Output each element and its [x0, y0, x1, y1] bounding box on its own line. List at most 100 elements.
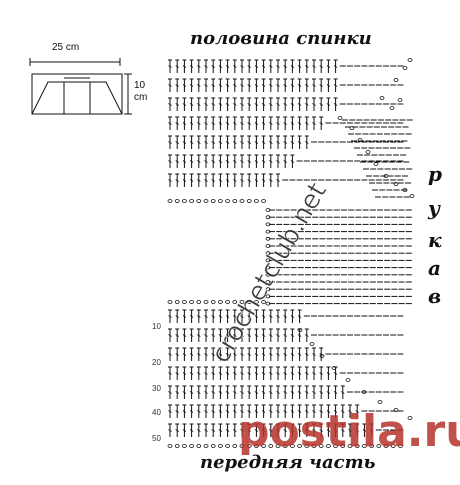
stitch-mark	[283, 135, 288, 149]
stitch-mark	[189, 135, 194, 149]
stitch-mark	[283, 404, 288, 418]
stitch-mark	[312, 347, 316, 361]
stitch-mark	[304, 347, 309, 361]
stitch-mark	[276, 97, 280, 111]
stitch-mark	[333, 59, 338, 73]
stitch-mark	[268, 173, 273, 187]
chain-stitch-mark	[265, 287, 271, 292]
stitch-mark	[218, 154, 223, 168]
stitch-mark	[254, 328, 259, 342]
stitch-mark	[297, 135, 302, 149]
stitch-mark	[261, 309, 266, 323]
sleeve-letter-5: в	[428, 284, 442, 308]
chain-stitch-mark	[203, 300, 209, 304]
row-number: 50	[152, 434, 161, 443]
stitch-mark	[312, 78, 316, 92]
stitch-mark	[290, 423, 295, 437]
stitch-mark	[312, 385, 316, 399]
chain-stitch-mark	[265, 258, 271, 263]
stitch-mark	[196, 135, 201, 149]
chain-stitch-mark	[265, 229, 271, 234]
stitch-mark	[304, 404, 309, 418]
chain-stitch-mark	[181, 199, 187, 203]
stitch-mark	[240, 404, 244, 418]
stitch-mark	[333, 78, 338, 92]
stitch-mark	[247, 423, 252, 437]
stitch-mark	[225, 309, 230, 323]
chain-stitch-mark	[369, 444, 375, 448]
stitch-mark	[232, 404, 237, 418]
chain-stitch-mark	[167, 199, 173, 203]
stitch-mark	[168, 366, 172, 380]
stitch-mark	[189, 173, 194, 187]
sleeve-letter-1: р	[428, 162, 442, 186]
front-part-title: передняя часть	[200, 452, 376, 473]
stitch-mark	[276, 116, 280, 130]
stitch-mark	[218, 135, 223, 149]
stitch-mark	[247, 116, 252, 130]
back-half-title: половина спинки	[190, 28, 372, 49]
stitch-mark	[254, 347, 259, 361]
stitch-mark	[182, 366, 187, 380]
stitch-mark	[218, 59, 223, 73]
stitch-mark	[211, 116, 216, 130]
stitch-mark	[232, 385, 237, 399]
stitch-mark	[268, 135, 273, 149]
stitch-mark	[218, 173, 223, 187]
stitch-mark	[283, 328, 288, 342]
chain-stitch-mark	[225, 444, 231, 448]
stitch-mark	[218, 423, 223, 437]
stitch-mark	[204, 154, 208, 168]
stitch-mark	[283, 97, 288, 111]
stitch-mark	[196, 116, 201, 130]
stitch-mark	[211, 78, 216, 92]
stitch-mark	[225, 97, 230, 111]
chain-stitch-mark	[377, 400, 383, 404]
chain-stitch-mark	[174, 199, 180, 203]
stitch-mark	[204, 423, 208, 437]
stitch-mark	[261, 97, 266, 111]
stitch-mark	[175, 78, 180, 92]
stitch-mark	[168, 404, 172, 418]
stitch-mark	[312, 97, 316, 111]
stitch-mark	[189, 309, 194, 323]
stitch-mark	[211, 59, 216, 73]
stitch-mark	[290, 135, 295, 149]
stitch-mark	[182, 59, 187, 73]
stitch-mark	[304, 59, 309, 73]
stitch-mark	[268, 366, 273, 380]
stitch-mark	[268, 59, 273, 73]
stitch-mark	[182, 404, 187, 418]
stitch-mark	[268, 78, 273, 92]
stitch-mark	[240, 59, 244, 73]
stitch-mark	[232, 135, 237, 149]
stitch-mark	[182, 78, 187, 92]
stitch-mark	[319, 423, 324, 437]
stitch-mark	[247, 347, 252, 361]
chain-stitch-mark	[407, 416, 413, 420]
chain-stitch-mark	[347, 444, 353, 448]
logo-watermark: postila.ru	[238, 406, 460, 457]
stitch-mark	[218, 116, 223, 130]
stitch-mark	[247, 97, 252, 111]
sleeve-letter-2: у	[428, 196, 440, 220]
stitch-mark	[276, 154, 280, 168]
stitch-mark	[290, 59, 295, 73]
stitch-mark	[312, 404, 316, 418]
stitch-mark	[204, 173, 208, 187]
stitch-mark	[196, 423, 201, 437]
stitch-mark	[168, 78, 172, 92]
stitch-mark	[218, 385, 223, 399]
chain-stitch-mark	[383, 444, 389, 448]
stitch-mark	[276, 135, 280, 149]
stitch-mark	[218, 78, 223, 92]
stitch-mark	[369, 423, 374, 437]
stitch-mark	[283, 309, 288, 323]
stitch-mark	[196, 309, 201, 323]
stitch-mark	[261, 347, 266, 361]
chain-stitch-mark	[325, 444, 331, 448]
stitch-mark	[175, 154, 180, 168]
stitch-mark	[268, 347, 273, 361]
